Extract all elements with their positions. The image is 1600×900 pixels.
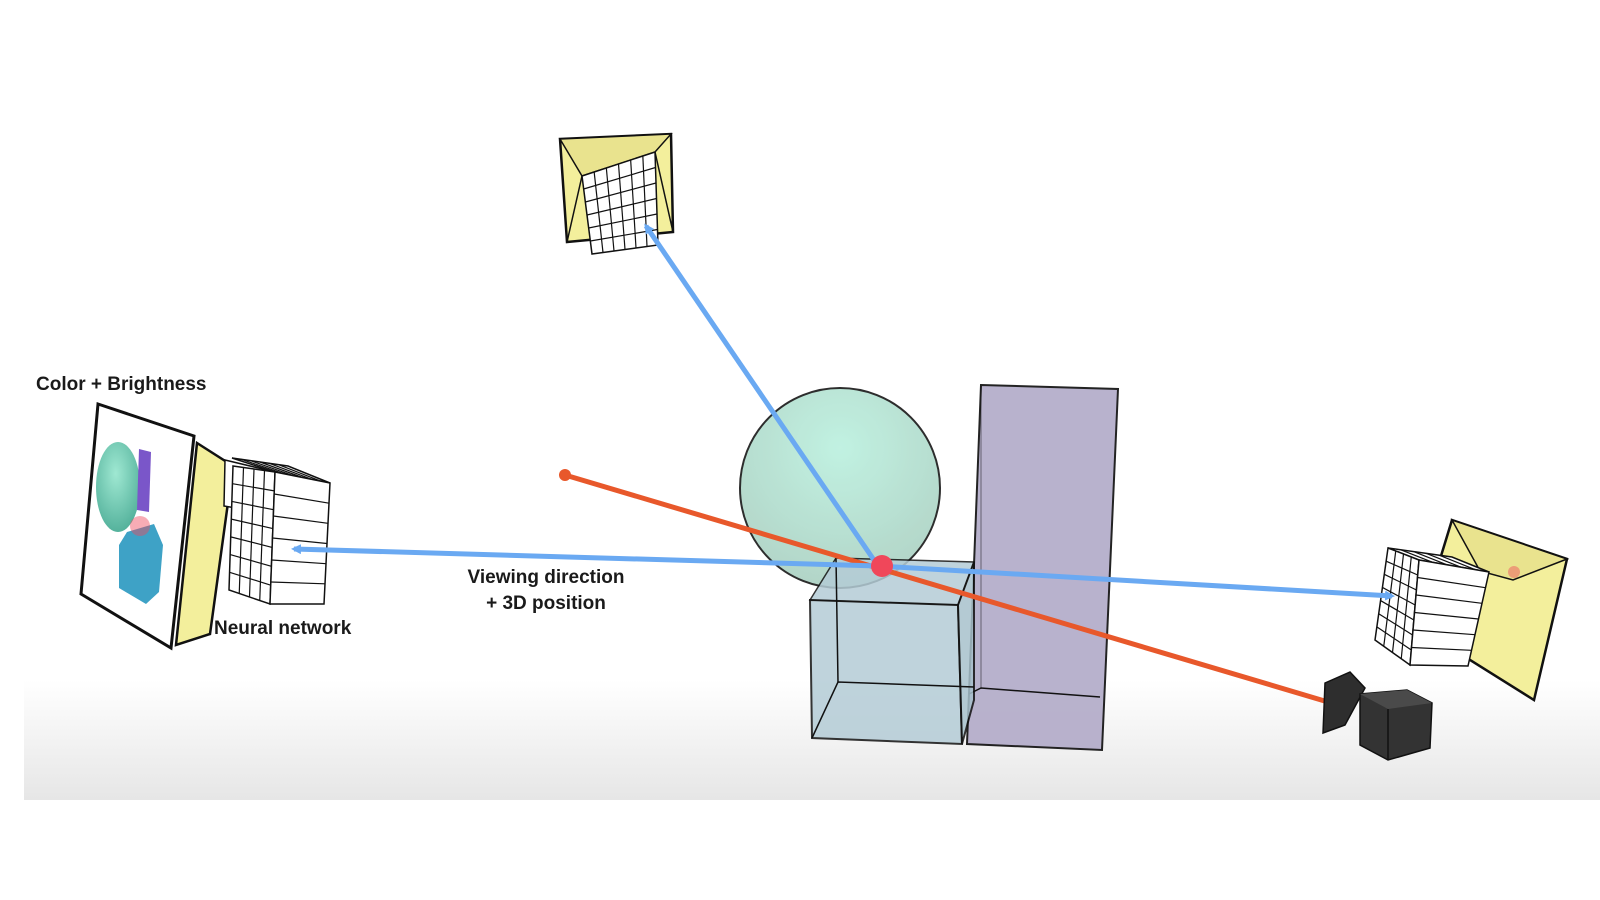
image-box-shape — [119, 524, 163, 604]
sample-point — [871, 555, 893, 577]
camera-icon — [1322, 671, 1433, 761]
image-pillar-shape — [137, 449, 151, 512]
network-label: Neural network — [214, 618, 352, 639]
ray-to-left-network — [291, 544, 879, 569]
input-label-line2: + 3D position — [486, 593, 606, 614]
ray-to-right-network — [877, 563, 1395, 601]
image-sphere-shape — [96, 442, 140, 532]
input-label: Viewing direction + 3D position — [446, 567, 646, 615]
network-grid-right — [1374, 546, 1490, 667]
image-pixel-sample — [130, 516, 150, 536]
output-screen-panel — [174, 440, 235, 647]
output-image — [79, 401, 196, 651]
network-top — [558, 132, 675, 255]
input-label-line1: Viewing direction — [467, 567, 625, 588]
scene-pillar — [965, 383, 1120, 752]
network-grid-left — [223, 457, 331, 606]
output-label: Color + Brightness — [36, 374, 207, 395]
scene-box — [808, 557, 976, 746]
network-right — [1374, 518, 1570, 702]
camera-view-ray — [562, 472, 1331, 705]
ray-origin-dot — [559, 469, 571, 481]
ray-to-top-network — [643, 223, 881, 568]
